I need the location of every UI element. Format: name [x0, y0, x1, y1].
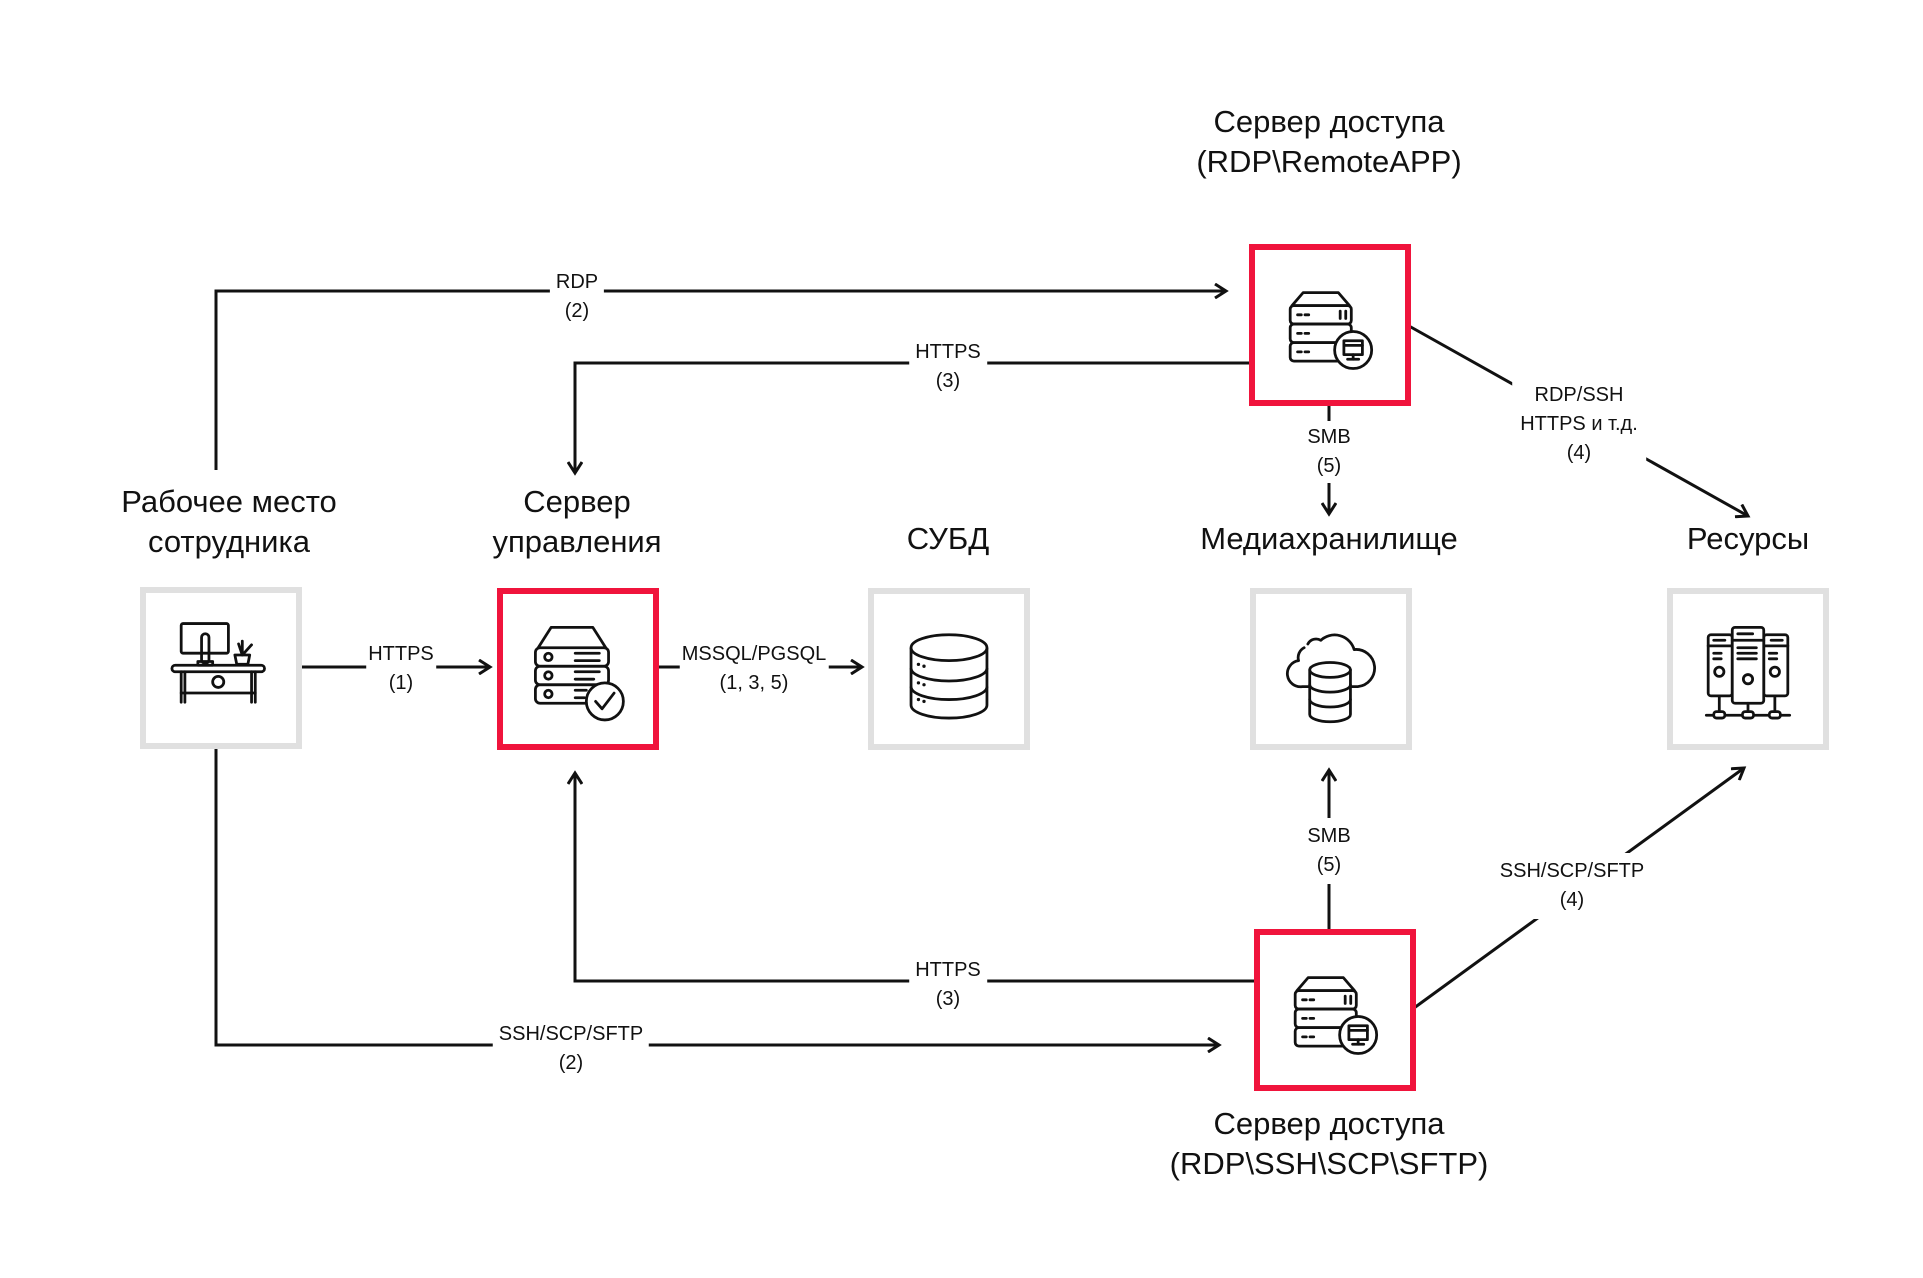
management-server-node[interactable] — [497, 588, 659, 750]
edge-step: (5) — [1316, 455, 1342, 477]
title-line: управления — [492, 524, 662, 559]
edge-label-smb-5-top: SMB (5) — [1303, 421, 1355, 483]
cloud-database-icon — [1286, 633, 1376, 724]
edge-https-3-top-line — [575, 361, 1249, 473]
edge-label-mssql: MSSQL/PGSQL (1, 3, 5) — [679, 640, 829, 698]
server-network-icon — [1704, 625, 1792, 720]
server-monitor-icon — [1293, 976, 1379, 1055]
edge-step: (3) — [935, 370, 961, 392]
edge-label-rdp-2: RDP (2) — [549, 268, 605, 326]
edge-label-rdp-ssh-4: RDP/SSH HTTPS и т.д. (4) — [1512, 377, 1646, 472]
title-line: (RDP\SSH\SCP\SFTP) — [1169, 1146, 1489, 1181]
edge-protocol: HTTPS — [915, 341, 981, 363]
edge-step: (1) — [388, 672, 414, 694]
edge-label-ssh-4: SSH/SCP/SFTP (4) — [1491, 853, 1653, 919]
workstation-node[interactable] — [140, 587, 302, 749]
edge-step: (2) — [564, 300, 590, 322]
access-server-rdp-title: Сервер доступа (RDP\RemoteAPP) — [1196, 102, 1461, 182]
title-line: СУБД — [906, 521, 990, 556]
edge-protocol: SMB — [1307, 825, 1351, 847]
edge-protocol: HTTPS — [915, 959, 981, 981]
dbms-node[interactable] — [868, 588, 1030, 750]
edge-step: (5) — [1316, 854, 1342, 876]
access-server-ssh-node[interactable] — [1254, 929, 1416, 1091]
access-server-ssh-title: Сервер доступа (RDP\SSH\SCP\SFTP) — [1170, 1104, 1489, 1184]
media-storage-node[interactable] — [1250, 588, 1412, 750]
server-monitor-icon — [1288, 291, 1374, 370]
edge-label-https-3-bottom: HTTPS (3) — [909, 956, 987, 1014]
edge-step: (2) — [558, 1052, 584, 1074]
edge-step: (3) — [935, 988, 961, 1010]
server-check-icon — [534, 625, 625, 722]
database-icon — [909, 633, 989, 720]
title-line: сотрудника — [148, 524, 310, 559]
workstation-title: Рабочее место сотрудника — [121, 482, 337, 562]
title-line: Сервер доступа — [1213, 1106, 1445, 1141]
media-storage-title: Медиахранилище — [1200, 519, 1458, 559]
desk-computer-icon — [170, 622, 266, 704]
title-line: Ресурсы — [1686, 521, 1810, 556]
edge-step: (4) — [1566, 442, 1592, 464]
edge-https-3-bottom-line — [575, 773, 1254, 983]
edge-protocol-extra: HTTPS и т.д. — [1520, 413, 1638, 435]
edge-label-https-3-top: HTTPS (3) — [909, 338, 987, 396]
resources-title: Ресурсы — [1687, 519, 1809, 559]
title-line: Рабочее место — [121, 484, 337, 519]
title-line: Сервер доступа — [1213, 104, 1445, 139]
edge-label-ssh-2: SSH/SCP/SFTP (2) — [492, 1020, 650, 1078]
edge-protocol: HTTPS — [368, 643, 434, 665]
edge-rdp-2-line — [214, 291, 1226, 470]
edge-step: (1, 3, 5) — [719, 672, 789, 694]
edge-protocol: RDP — [555, 271, 599, 293]
edge-protocol: MSSQL/PGSQL — [681, 643, 827, 665]
edge-label-smb-5-bottom: SMB (5) — [1303, 818, 1355, 884]
management-server-title: Сервер управления — [492, 482, 661, 562]
title-line: (RDP\RemoteAPP) — [1196, 144, 1462, 179]
edge-label-https-1: HTTPS (1) — [366, 640, 436, 698]
title-line: Медиахранилище — [1200, 521, 1458, 556]
edge-ssh-2-line — [214, 748, 1219, 1045]
dbms-title: СУБД — [907, 519, 989, 559]
edge-protocol: RDP/SSH — [1534, 384, 1624, 406]
edge-protocol: SSH/SCP/SFTP — [498, 1023, 644, 1045]
access-server-rdp-node[interactable] — [1249, 244, 1411, 406]
title-line: Сервер — [523, 484, 631, 519]
edge-protocol: SSH/SCP/SFTP — [1499, 860, 1645, 882]
edge-step: (4) — [1559, 889, 1585, 911]
edge-protocol: SMB — [1307, 426, 1351, 448]
resources-node[interactable] — [1667, 588, 1829, 750]
